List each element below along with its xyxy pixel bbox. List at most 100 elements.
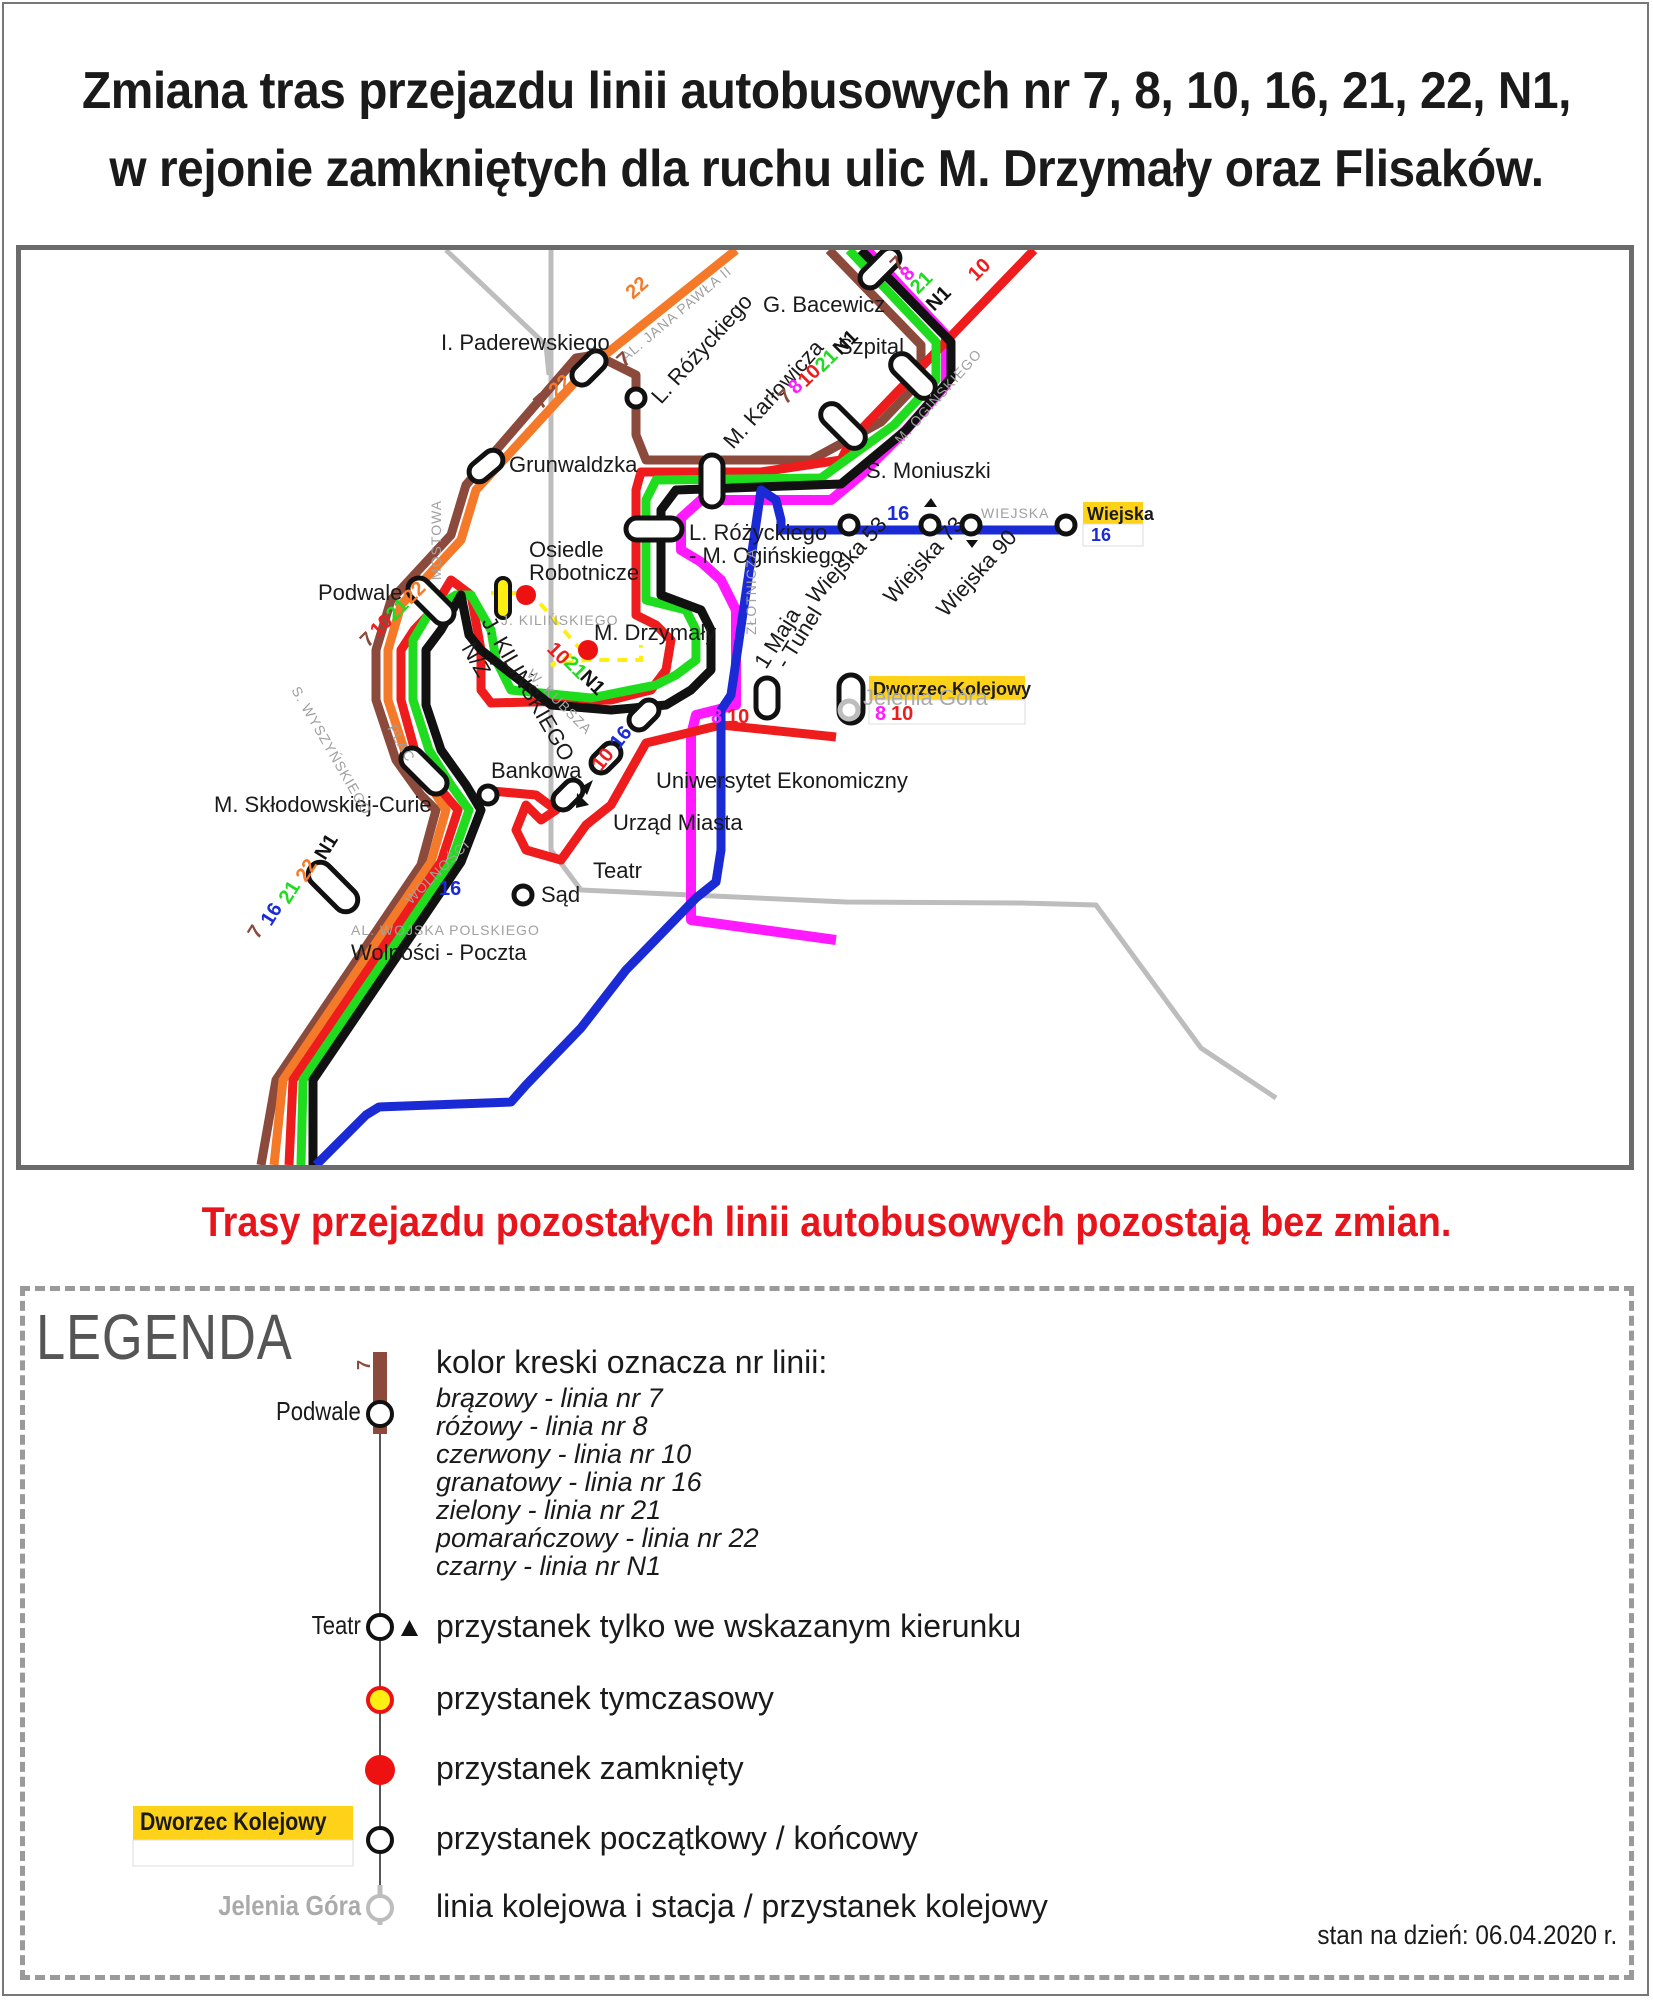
stop-bar-wolnosci-poczta — [305, 859, 361, 915]
legend-temporary-stop — [366, 1686, 394, 1714]
rail-line-nw — [444, 250, 552, 376]
terminal-box-wiejska-lines — [1082, 523, 1144, 547]
legend-terminal-box — [133, 1806, 353, 1840]
route-line-22 — [269, 250, 739, 1165]
stop-bar-sklodowskiej — [398, 745, 450, 797]
label-dworzec: Dworzec Kolejowy — [873, 679, 1031, 699]
stop-bar-uniwersytet — [626, 697, 662, 733]
route-map: I. Paderewskiego Grunwaldzka L. Różyckie… — [16, 245, 1634, 1170]
label-moniuszki: S. Moniuszki — [866, 458, 991, 483]
label-num-10-dworzec: 10 — [891, 703, 913, 725]
terminal-box-dworzec-lines — [868, 699, 1026, 725]
stop-bankowa — [476, 783, 500, 807]
label-num-8-dworzec: 8 — [875, 703, 886, 725]
legend-color-10: czerwony - linia nr 10 — [436, 1439, 692, 1469]
legend-color-N1: czarny - linia nr N1 — [436, 1551, 662, 1581]
label-num-16-wojska: 16 — [439, 878, 461, 900]
legend-color-8: różowy - linia nr 8 — [436, 1411, 648, 1441]
stop-bar-karlowicza — [698, 452, 726, 510]
label-podwale: Podwale — [318, 580, 402, 605]
temporary-stop-kilinskiego — [494, 576, 512, 620]
label-paderewskiego: I. Paderewskiego — [441, 330, 610, 355]
page-title: Zmiana tras przejazdu linii autobusowych… — [66, 52, 1587, 208]
direction-icon-urzad — [581, 780, 593, 795]
notice-text: Trasy przejazdu pozostałych linii autobu… — [201, 1198, 1452, 1245]
stop-bar-grunwaldzka — [466, 447, 506, 485]
legend-color-heading: kolor kreski oznacza nr linii: — [436, 1344, 828, 1380]
stop-bar-maja-tunel — [753, 675, 781, 721]
station-jelenia-gora — [837, 698, 861, 722]
legend-directional-stop — [366, 1613, 394, 1641]
label-grunwaldzka: Grunwaldzka — [509, 452, 638, 477]
legend-terminal-stop — [366, 1826, 394, 1854]
route-line-21 — [296, 250, 941, 1165]
label-num-8-maja: 8 — [711, 706, 722, 728]
closed-stop-drzymaly — [578, 640, 598, 660]
label-num-10-maja: 10 — [727, 706, 749, 728]
label-osiedle-2: Robotnicze — [529, 560, 639, 585]
stop-wiejska53 — [837, 513, 861, 537]
label-uniwersytet: Uniwersytet Ekonomiczny — [656, 768, 908, 793]
label-szpital: Szpital — [838, 334, 904, 359]
direction-icon-wiejska73 — [924, 498, 937, 507]
legend-terminal-box-lines — [132, 1839, 354, 1867]
stop-bar-szpital — [888, 351, 938, 401]
label-wiejska-terminal: Wiejska — [1087, 504, 1155, 524]
stop-bar-teatr — [550, 777, 586, 813]
street-wiejska: WIEJSKA — [981, 505, 1049, 521]
stop-wiejska73 — [918, 513, 942, 537]
legend-closed-stop — [365, 1755, 395, 1785]
legend-closed-text: przystanek zamknięty — [436, 1750, 744, 1786]
label-bankowa: Bankowa — [491, 758, 582, 783]
legend-direction-icon — [401, 1620, 418, 1636]
label-num-16-wiejska: 16 — [887, 503, 909, 525]
route-line-N1 — [308, 250, 956, 1165]
legend-box — [20, 1286, 1634, 1980]
direction-icon-wiejska90 — [966, 540, 978, 548]
label-bacewicz: G. Bacewicz — [763, 292, 885, 317]
legend-stop-circle — [366, 1400, 394, 1428]
legend-rail-text: linia kolejowa i stacja / przystanek kol… — [436, 1888, 1048, 1924]
label-urzad: Urząd Miasta — [613, 810, 743, 835]
status-date: stan na dzień: 06.04.2020 r. — [1317, 1920, 1617, 1950]
label-osiedle-1: Osiedle — [529, 537, 604, 562]
stop-bar-bacewicz — [857, 250, 903, 291]
label-sklodowskiej: M. Skłodowskiej-Curie — [214, 792, 432, 817]
direction-markers — [576, 498, 978, 808]
legend-directional-stop-label: Teatr — [311, 1610, 361, 1640]
legend-title: LEGENDA — [36, 1301, 293, 1373]
label-jelenia-gora: Jelenia Góra — [863, 685, 989, 710]
legend-rail-station — [366, 1894, 394, 1922]
stop-bar-podwale — [405, 575, 457, 627]
direction-icon-teatr — [576, 793, 589, 808]
stop-bar-rozyckiego-oginskiego — [623, 515, 685, 543]
label-num-16-terminal: 16 — [1091, 525, 1111, 545]
legend-sample-stop: Podwale — [276, 1396, 361, 1426]
legend-color-22: pomarańczowy - linia nr 22 — [436, 1523, 759, 1553]
stop-wiejska-terminal — [1054, 513, 1078, 537]
route-map-svg: I. Paderewskiego Grunwaldzka L. Różyckie… — [214, 250, 1278, 1165]
legend-sample-line-number: 7 — [354, 1359, 374, 1370]
street-kilinskiego: J. KILIŃSKIEGO — [501, 612, 618, 628]
stop-circles — [476, 386, 1078, 907]
stop-bar-paderewskiego — [569, 348, 609, 388]
street-wojska-polskiego: AL. WOJSKA POLSKIEGO — [351, 922, 540, 938]
stop-bar-urzad — [588, 740, 624, 776]
legend-temporary-text: przystanek tymczasowy — [436, 1680, 774, 1716]
street-mostowa: MOSTOWA — [428, 500, 444, 580]
stop-sad — [511, 883, 535, 907]
stop-wiejska90 — [959, 513, 983, 537]
label-rozyckiego-oginskiego-2: - M. Ogińskiego — [689, 543, 843, 568]
stop-bar-moniuszki — [818, 401, 868, 451]
terminal-box-dworzec — [869, 676, 1025, 700]
closed-stop-osiedle — [516, 585, 536, 605]
legend-color-21: zielony - linia nr 21 — [436, 1495, 662, 1525]
terminal-box-wiejska — [1083, 502, 1143, 524]
legend-terminal-label: Dworzec Kolejowy — [140, 1808, 327, 1836]
title-line-1: Zmiana tras przejazdu linii autobusowych… — [81, 62, 1572, 120]
legend-rail-station-label: Jelenia Góra — [218, 1890, 361, 1921]
street-zlotnicza: ZŁOTNICZA — [743, 548, 759, 635]
legend-directional-text: przystanek tylko we wskazanym kierunku — [436, 1608, 1022, 1644]
